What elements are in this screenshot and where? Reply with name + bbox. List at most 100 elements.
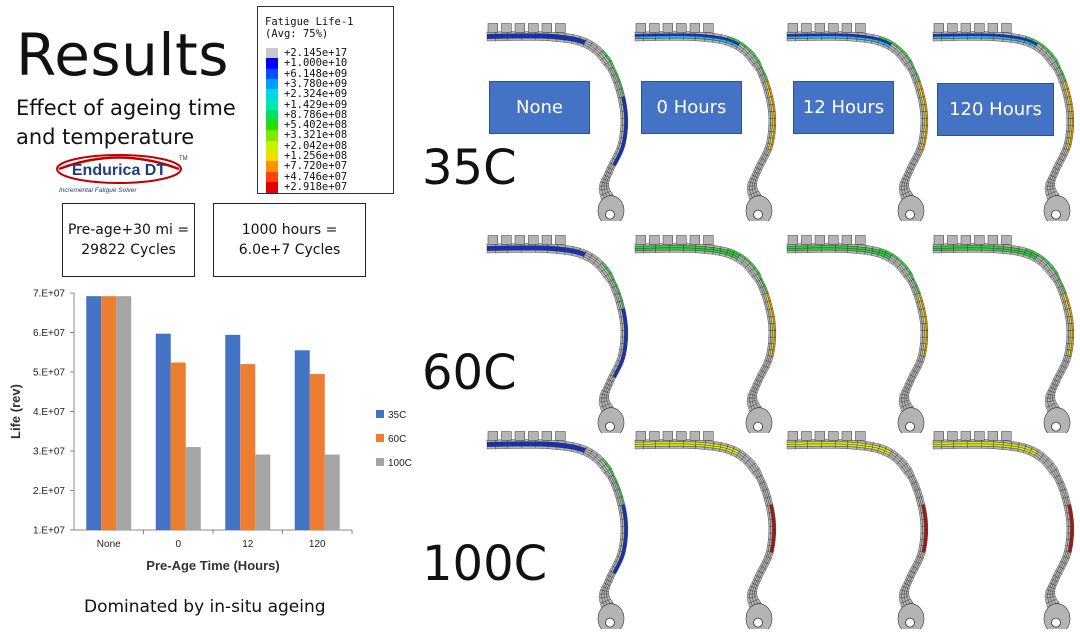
contour-legend-swatch — [266, 89, 278, 101]
contour-legend: Fatigue Life-1 (Avg: 75%) +2.145e+17+1.0… — [257, 6, 394, 194]
contour-legend-label: +1.256e+08 — [284, 150, 348, 162]
chart-y-tick-label: 4.E+07 — [33, 407, 65, 418]
info-box-line: 1000 hours = — [241, 222, 338, 238]
contour-legend-swatch — [266, 68, 278, 80]
chart-x-axis-label: Pre-Age Time (Hours) — [146, 558, 279, 573]
chart-y-axis-label: Life (rev) — [8, 384, 23, 439]
contour-legend-swatch — [266, 171, 278, 183]
contour-legend-label: +2.324e+09 — [284, 88, 348, 101]
chart-legend-label: 35C — [388, 410, 406, 421]
contour-legend-label: +5.402e+08 — [284, 119, 348, 132]
info-box-line: 29822 Cycles — [81, 242, 176, 258]
contour-legend-subtitle: (Avg: 75%) — [265, 28, 329, 40]
contour-legend-entry: +2.918e+07 — [266, 180, 348, 193]
chart-bar — [309, 373, 325, 530]
chart-bar — [116, 296, 132, 530]
chart-y-tick-label: 7.E+07 — [33, 289, 65, 300]
chart-bar — [101, 296, 117, 530]
row-label-35c: 35C — [422, 140, 517, 196]
fe-mesh-r2-c3 — [784, 228, 934, 438]
chart-legend-label: 60C — [388, 434, 406, 445]
chart-y-tick-label: 5.E+07 — [33, 368, 65, 379]
row-label-60c: 60C — [422, 345, 517, 401]
contour-legend-label: +3.321e+08 — [284, 129, 348, 142]
chart-x-tick-label: 120 — [309, 539, 326, 550]
contour-legend-entry: +6.148e+09 — [266, 67, 348, 80]
chart-y-tick-label: 1.E+07 — [33, 526, 65, 537]
contour-legend-swatch — [266, 181, 278, 193]
chart-bar — [185, 447, 201, 530]
contour-legend-title: Fatigue Life-1 — [265, 16, 354, 28]
cycles-info-box-1000h: 1000 hours = 6.0e+7 Cycles — [213, 203, 366, 277]
column-header-120-hours: 120 Hours — [937, 83, 1054, 136]
contour-legend-entry: +4.746e+07 — [266, 170, 348, 183]
contour-legend-entry: +2.324e+09 — [266, 88, 348, 101]
contour-legend-swatch — [266, 130, 278, 142]
chart-y-tick-label: 6.E+07 — [33, 328, 65, 339]
contour-legend-label: +1.429e+09 — [284, 98, 348, 111]
contour-legend-label: +4.746e+07 — [284, 170, 348, 183]
fatigue-life-bar-chart: 1.E+072.E+073.E+074.E+075.E+076.E+077.E+… — [8, 289, 412, 574]
row-label-100c: 100C — [422, 536, 548, 592]
slide-title: Results — [16, 21, 229, 89]
fe-mesh-r3-c4 — [930, 424, 1080, 634]
contour-legend-entry: +8.786e+08 — [266, 108, 348, 121]
contour-legend-label: +8.786e+08 — [284, 108, 348, 121]
contour-legend-swatch — [266, 58, 278, 70]
contour-legend-label: +3.780e+09 — [284, 77, 348, 90]
contour-legend-swatch — [266, 151, 278, 162]
contour-legend-entry: +1.429e+09 — [266, 98, 348, 111]
contour-legend-entry: +1.256e+08 — [266, 151, 347, 162]
fe-mesh-r3-c3 — [784, 424, 934, 634]
fe-mesh-r2-c4 — [930, 228, 1080, 438]
column-header-none: None — [489, 81, 590, 134]
contour-legend-swatch — [266, 99, 278, 111]
contour-legend-swatch — [266, 48, 278, 59]
subtitle-line-2: and temperature — [16, 125, 195, 149]
chart-x-tick-label: 0 — [175, 539, 181, 550]
column-header-0-hours: 0 Hours — [641, 81, 742, 134]
contour-legend-entry: +3.780e+09 — [266, 77, 348, 90]
chart-legend-label: 100C — [388, 458, 412, 469]
column-header-12-hours: 12 Hours — [793, 81, 894, 134]
contour-legend-swatch — [266, 120, 278, 132]
contour-legend-label: +2.918e+07 — [284, 180, 348, 193]
chart-x-tick-label: 12 — [242, 539, 254, 550]
fe-mesh-r2-c1 — [484, 228, 634, 438]
chart-bar — [155, 333, 171, 530]
chart-y-tick-label: 2.E+07 — [33, 486, 65, 497]
chart-legend-swatch — [376, 434, 384, 442]
fe-mesh-r1-c1 — [484, 16, 634, 226]
fe-mesh-r1-c3 — [784, 16, 934, 226]
contour-legend-entry: +2.145e+17 — [266, 48, 347, 59]
contour-legend-entry: +3.321e+08 — [266, 129, 348, 142]
contour-legend-swatch — [266, 161, 278, 173]
logo-text: Endurica DT — [72, 162, 166, 179]
cycles-info-box-preage: Pre-age+30 mi = 29822 Cycles — [62, 203, 195, 277]
chart-legend-swatch — [376, 458, 384, 466]
contour-legend-label: +6.148e+09 — [284, 67, 348, 80]
chart-bar — [240, 364, 256, 530]
fe-mesh-r1-c2 — [632, 16, 782, 226]
fe-mesh-r2-c2 — [632, 228, 782, 438]
chart-bar — [86, 296, 102, 530]
chart-bar — [294, 350, 310, 530]
contour-legend-entry: +7.720e+07 — [266, 161, 347, 173]
chart-bar — [225, 334, 241, 530]
contour-legend-label: +1.000e+10 — [284, 57, 348, 70]
logo-tm: TM — [179, 156, 188, 162]
chart-bar — [324, 454, 340, 530]
endurica-logo: Endurica DT TM Incremental Fatigue Solve… — [55, 152, 191, 196]
fe-mesh-r3-c1 — [484, 424, 634, 634]
contour-legend-label: +2.042e+08 — [284, 139, 348, 152]
chart-legend-swatch — [376, 410, 384, 418]
info-box-line: 6.0e+7 Cycles — [238, 242, 341, 258]
contour-legend-label: +2.145e+17 — [284, 47, 348, 59]
contour-legend-swatch — [266, 140, 278, 152]
contour-legend-entry: +1.000e+10 — [266, 57, 348, 70]
logo-tagline: Incremental Fatigue Solver — [59, 187, 138, 194]
chart-bar — [170, 362, 186, 530]
contour-legend-entry: +2.042e+08 — [266, 139, 348, 152]
contour-legend-swatch — [266, 78, 278, 90]
fe-mesh-r3-c2 — [632, 424, 782, 634]
